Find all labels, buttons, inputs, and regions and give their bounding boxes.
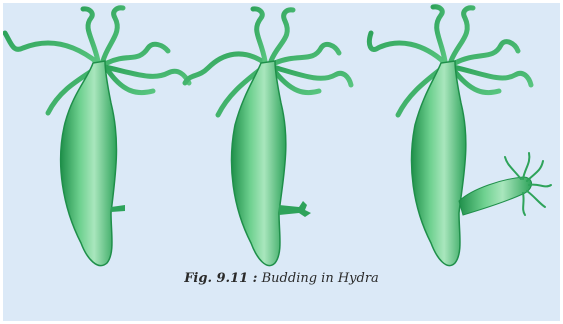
hydra-3-bud [459, 153, 551, 215]
hydra-1-bud-nub [111, 205, 125, 212]
figure-caption: Fig. 9.11 : Budding in Hydra [3, 271, 560, 286]
hydra-2-body [232, 61, 286, 266]
figure-panel: Fig. 9.11 : Budding in Hydra [3, 3, 560, 321]
hydra-1-body [61, 61, 117, 266]
hydra-2-bud [279, 201, 311, 217]
hydra-1 [5, 8, 189, 266]
hydra-3-body [412, 61, 466, 266]
hydra-3 [369, 7, 551, 266]
caption-label: Fig. 9.11 : [184, 271, 257, 286]
caption-text: Budding in Hydra [262, 271, 379, 286]
hydra-2 [185, 9, 351, 266]
